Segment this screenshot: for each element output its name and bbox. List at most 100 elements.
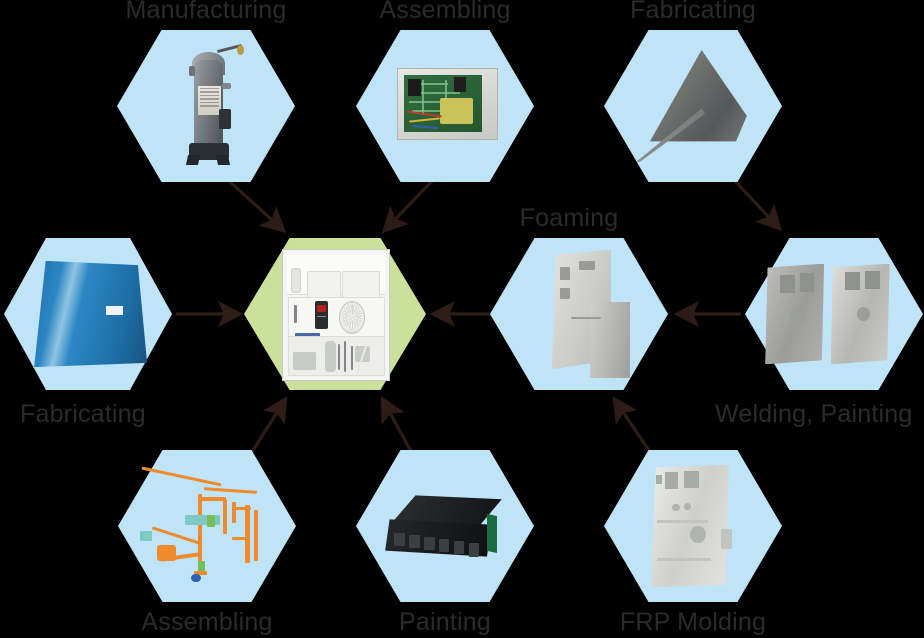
- node-assembling-top[interactable]: [356, 30, 534, 182]
- coil-fin-5: [453, 541, 465, 555]
- node-center-unit[interactable]: [244, 238, 426, 390]
- compressor-port-right: [222, 83, 231, 89]
- pcb-relay-left: [408, 78, 421, 96]
- node-manufacturing[interactable]: [117, 30, 295, 182]
- cad-pipe-elbow: [197, 496, 226, 501]
- foamed-panel-hole-3: [578, 261, 596, 271]
- frp-large-hole: [690, 525, 707, 544]
- welded-frame-window-2: [799, 273, 815, 292]
- cad-pipe-diagonal: [141, 466, 223, 487]
- compressor-terminal-box: [219, 108, 231, 129]
- cad-fitting-left: [139, 531, 153, 541]
- foamed-panel-hole-1: [560, 267, 570, 281]
- photo-blue-painted-panel: [14, 244, 162, 384]
- blue-panel-slot: [105, 305, 124, 316]
- node-label-manufacturing: Manufacturing: [125, 0, 287, 24]
- frp-hole-1: [672, 504, 680, 512]
- unit-accumulator: [325, 341, 336, 373]
- node-label-welding-painting: Welding, Painting: [715, 400, 913, 428]
- blue-panel-surface: [34, 260, 148, 368]
- unit-display-panel: [314, 300, 328, 330]
- compressor-foot-left: [185, 154, 200, 165]
- arrow-assembling-bottom-to-center: [248, 396, 288, 456]
- unit-mid-section: [288, 296, 386, 338]
- foamed-panel-notch: [570, 316, 601, 319]
- photo-black-coil: [370, 471, 520, 580]
- sheet-metal-face: [649, 50, 747, 142]
- cad-pipe-top-right: [203, 486, 258, 494]
- unit-piping-2: [344, 341, 347, 373]
- frp-rail-bottom: [657, 558, 711, 562]
- node-painting[interactable]: [356, 450, 534, 602]
- node-label-foaming: Foaming: [519, 204, 619, 232]
- photo-welded-frames: [752, 244, 916, 384]
- welded-frame-hole-2: [856, 307, 870, 321]
- cad-pipe-vertical-main: [197, 493, 202, 572]
- node-assembling-bottom[interactable]: [118, 450, 296, 602]
- unit-piping-3: [350, 346, 353, 370]
- node-foaming[interactable]: [490, 238, 668, 390]
- compressor-nameplate: [198, 85, 222, 115]
- foamed-panel-hole-2: [560, 287, 570, 300]
- cad-crossbar-2: [232, 536, 248, 540]
- node-frp-molding[interactable]: [604, 450, 782, 602]
- cad-pipe-vertical-right2: [253, 509, 258, 561]
- photo-refrigeration-unit: [282, 248, 390, 382]
- welded-frame-hole-1: [791, 308, 805, 323]
- cad-support-right: [232, 501, 237, 524]
- photo-sheet-metal-panel: [618, 36, 768, 176]
- cad-crossbar: [232, 507, 251, 511]
- photo-piping-cad: [129, 459, 286, 593]
- photo-control-box-pcb: [388, 51, 505, 157]
- cad-pipe-lower-left: [151, 526, 200, 545]
- cad-valve-body: [156, 544, 176, 561]
- coil-fin-1: [394, 532, 405, 546]
- frp-hole-2: [684, 502, 692, 510]
- node-welding-painting[interactable]: [745, 238, 923, 390]
- cad-pipe-bottom: [194, 571, 207, 576]
- coil-fin-3: [424, 536, 435, 551]
- welded-frame-window-3: [845, 272, 861, 291]
- cad-sensor-2: [197, 560, 206, 572]
- coil-fin-6: [468, 543, 480, 557]
- pcb-transformer: [439, 98, 473, 124]
- cad-pipe-branch: [222, 499, 227, 534]
- coil-edge-trim: [486, 513, 498, 554]
- arrow-assembling-top-to-center: [381, 179, 434, 234]
- arrow-painting-to-center: [380, 396, 415, 456]
- foamed-panel-side: [589, 302, 631, 379]
- node-label-fabricating-top: Fabricating: [630, 0, 756, 24]
- compressor-fitting-icon: [236, 44, 245, 55]
- arrow-manufacturing-to-center: [227, 179, 287, 234]
- node-label-assembling-bottom: Assembling: [141, 608, 273, 636]
- pcb-relay-right: [453, 76, 466, 92]
- cad-sensor-1: [206, 515, 215, 528]
- unit-piping-1: [338, 343, 341, 370]
- coil-fin-2: [409, 534, 420, 548]
- node-label-frp-molding: FRP Molding: [619, 608, 767, 636]
- coil-fin-4: [439, 539, 450, 553]
- photo-compressor: [160, 35, 256, 178]
- welded-frame-window-1: [779, 274, 795, 293]
- arrow-fabricating-top-to-welding: [733, 179, 783, 232]
- photo-frp-housing: [618, 453, 768, 599]
- frp-slot-small: [655, 474, 662, 484]
- compressor-port-left: [188, 65, 196, 76]
- arrow-frp-to-foaming: [612, 396, 654, 456]
- unit-fan: [339, 300, 366, 334]
- cad-port: [191, 574, 201, 583]
- node-fabricating-top[interactable]: [604, 30, 782, 182]
- node-fabricating-left[interactable]: [4, 238, 172, 390]
- node-label-painting: Painting: [399, 608, 491, 636]
- cad-pipe-vertical-right: [244, 504, 250, 564]
- unit-cylinder: [290, 267, 302, 294]
- node-label-assembling-top: Assembling: [379, 0, 511, 24]
- cad-manifold: [185, 515, 220, 525]
- frp-window-left: [664, 471, 679, 490]
- photo-foamed-panel: [511, 241, 646, 387]
- unit-component-box: [292, 351, 316, 370]
- unit-hatch-left: [307, 270, 342, 302]
- unit-hatch-right: [342, 270, 381, 302]
- frp-rail-horizontal: [657, 520, 708, 524]
